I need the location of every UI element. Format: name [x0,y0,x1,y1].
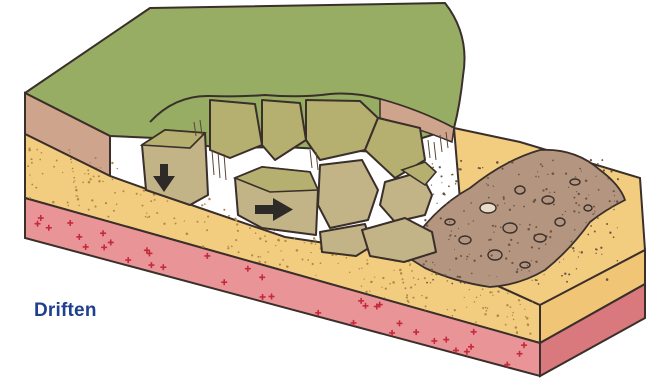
block-upper-b [262,100,306,160]
block-middle-a [318,160,378,228]
block-upper-a [210,100,262,158]
diagram-title: Driften [34,300,97,322]
